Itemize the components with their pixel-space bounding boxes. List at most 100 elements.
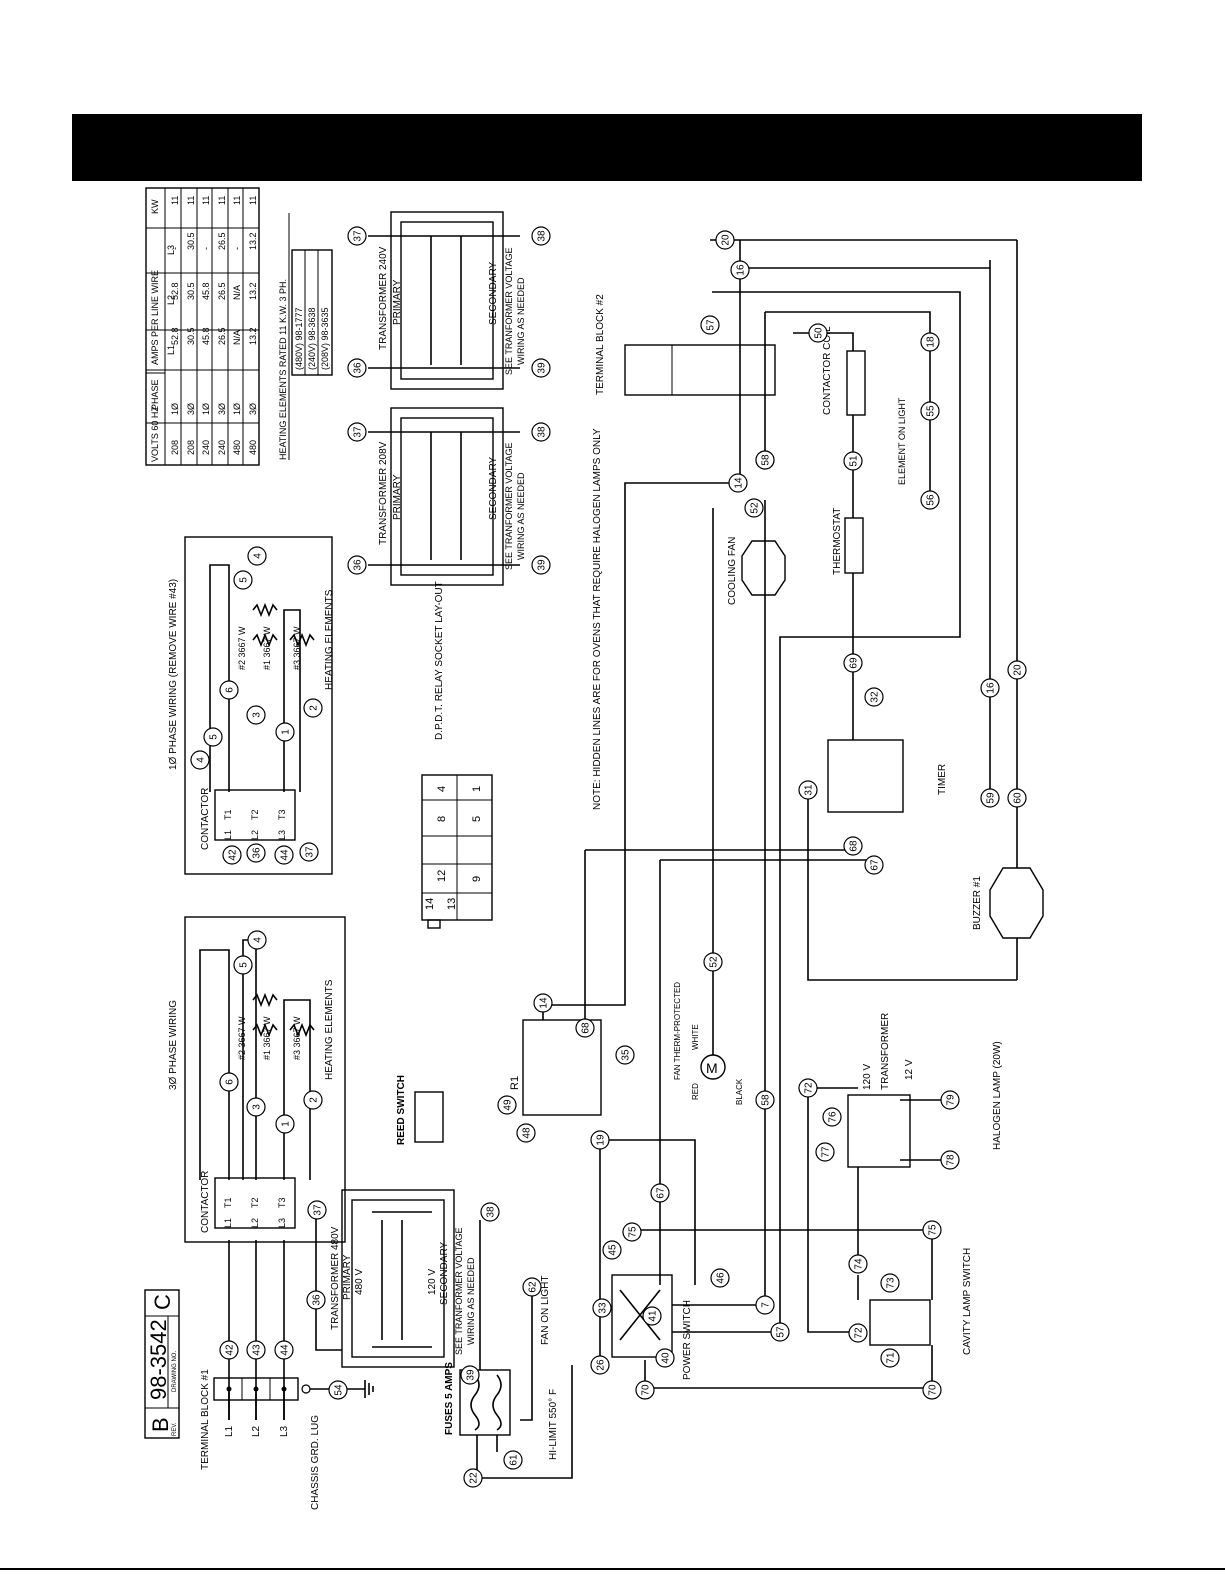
wire-number-35: 35: [615, 1045, 635, 1065]
wire-number-51: 51: [843, 451, 863, 471]
buzzer-label: BUZZER #1: [972, 876, 983, 930]
amps-cell: 26.5: [217, 232, 227, 250]
cavity-lamp-switch-label: CAVITY LAMP SWITCH: [962, 1248, 973, 1355]
transformer-208-see: SEE TRANFORMER VOLTAGE: [504, 442, 514, 570]
amps-cell: 240: [201, 440, 211, 455]
wire-number-55: 55: [920, 401, 940, 421]
svg-text:48: 48: [522, 1127, 533, 1139]
drawing-number-block: C 98-3542 DRAWING NO. B REV.: [144, 1289, 180, 1439]
reed-switch: REED SWITCH: [396, 1075, 444, 1145]
fuses: FUSES 5 AMPS: [444, 1362, 511, 1436]
svg-text:6: 6: [225, 1079, 236, 1085]
svg-text:T2: T2: [250, 809, 260, 820]
wire-number-58: 58: [755, 450, 775, 470]
power-switch-label: POWER SWITCH: [682, 1300, 693, 1380]
svg-text:L2: L2: [251, 1425, 262, 1437]
three-phase-title: 3Ø PHASE WIRING: [168, 1000, 179, 1090]
thermostat-label: THERMOSTAT: [832, 508, 843, 575]
svg-text:76: 76: [828, 1111, 839, 1123]
heating-elements-3p: HEATING ELEMENTS: [324, 979, 335, 1080]
svg-text:62: 62: [528, 1281, 539, 1293]
wire-number-20: 20: [1007, 660, 1027, 680]
fan-on-light-label: FAN ON LIGHT: [540, 1276, 551, 1345]
transformer-480-secondary: SECONDARY: [439, 1242, 450, 1305]
wire-number-1: 1: [275, 722, 295, 742]
wire-number-39: 39: [460, 1365, 480, 1385]
svg-text:T3: T3: [277, 809, 287, 820]
transformer-208-primary: PRIMARY: [392, 474, 403, 520]
wire-number-2: 2: [303, 698, 323, 718]
fan-label: FAN THERM-PROTECTED: [673, 982, 682, 1080]
svg-text:35: 35: [621, 1049, 632, 1061]
col-amps-group: AMPS PER LINE WIRE: [150, 270, 160, 365]
svg-text:43: 43: [252, 1344, 263, 1356]
amps-cell: 1Ø: [232, 403, 242, 415]
wire-number-19: 19: [590, 1130, 610, 1150]
wire-number-56: 56: [920, 490, 940, 510]
transformer-480v: TRANSFORMER 480V PRIMARY 480 V 120 V SEC…: [330, 1189, 476, 1368]
amps-cell: 30.5: [186, 282, 196, 300]
amps-cell: 26.5: [217, 327, 227, 345]
wire-number-38: 38: [531, 422, 551, 442]
svg-text:32: 32: [870, 691, 881, 703]
wire-number-32: 32: [864, 687, 884, 707]
transformer-208-wiring: WIRING AS NEEDED: [516, 472, 526, 560]
svg-text:3: 3: [252, 1104, 263, 1110]
svg-text:40: 40: [661, 1352, 672, 1364]
amps-cell: 26.5: [217, 282, 227, 300]
wire-number-42: 42: [219, 1340, 239, 1360]
svg-text:37: 37: [313, 1204, 324, 1216]
chassis-grd-lug-label: CHASSIS GRD. LUG: [310, 1415, 321, 1510]
svg-text:44: 44: [280, 1344, 291, 1356]
wire-number-16: 16: [730, 260, 750, 280]
wires: [228, 239, 1018, 1479]
amps-cell: 480: [248, 440, 258, 455]
wire-number-18: 18: [920, 332, 940, 352]
socket-13: 13: [446, 898, 458, 910]
wire-number-14: 14: [533, 993, 553, 1013]
svg-text:55: 55: [926, 405, 937, 417]
amps-cell: 11: [186, 196, 196, 205]
svg-text:56: 56: [926, 494, 937, 506]
svg-text:73: 73: [886, 1277, 897, 1289]
svg-text:59: 59: [986, 792, 997, 804]
svg-text:18: 18: [926, 336, 937, 348]
transformer-480-wiring: WIRING AS NEEDED: [466, 1257, 476, 1345]
svg-text:67: 67: [870, 859, 881, 871]
power-switch: [611, 1274, 673, 1358]
svg-text:3: 3: [252, 712, 263, 718]
svg-text:20: 20: [721, 234, 732, 246]
svg-text:44: 44: [280, 849, 291, 861]
svg-text:57: 57: [706, 319, 717, 331]
one-phase-title: 1Ø PHASE WIRING (REMOVE WIRE #43): [168, 579, 179, 770]
svg-text:T1: T1: [223, 1197, 233, 1208]
svg-text:L3: L3: [277, 1218, 287, 1228]
wire-number-68: 68: [843, 836, 863, 856]
transformer-480-see: SEE TRANFORMER VOLTAGE: [454, 1227, 464, 1355]
transformer-208-title: TRANSFORMER 208V: [378, 441, 389, 545]
drawing-rev-label: REV.: [172, 1422, 178, 1436]
amps-cell: 13.2: [248, 232, 258, 250]
amps-table: VOLTS 60 HZ PHASE AMPS PER LINE WIRE L1 …: [145, 187, 260, 466]
wire-number-16: 16: [980, 678, 1000, 698]
reed-switch-label: REED SWITCH: [396, 1075, 407, 1145]
wire-number-72: 72: [798, 1078, 818, 1098]
wire-number-72: 72: [848, 1323, 868, 1343]
amps-cell: -: [170, 247, 180, 250]
svg-text:4: 4: [196, 757, 207, 763]
transformer-240-primary: PRIMARY: [392, 279, 403, 325]
wire-number-54: 54: [328, 1380, 348, 1400]
col-l2: L2: [166, 295, 176, 305]
amps-cell: 13.2: [248, 327, 258, 345]
amps-cell: 1Ø: [201, 403, 211, 415]
element-on-light-label: ELEMENT ON LIGHT: [897, 397, 907, 485]
timer-label: TIMER: [937, 764, 948, 795]
svg-text:14: 14: [539, 997, 550, 1009]
hidden-lines-note: NOTE: HIDDEN LINES ARE FOR OVENS THAT RE…: [592, 428, 603, 810]
svg-text:71: 71: [886, 1352, 897, 1364]
transformer-240-title: TRANSFORMER 240V: [378, 246, 389, 350]
wire-number-57: 57: [770, 1322, 790, 1342]
col-l3: L3: [166, 245, 176, 255]
wire-number-3: 3: [246, 705, 266, 725]
svg-text:42: 42: [228, 849, 239, 861]
